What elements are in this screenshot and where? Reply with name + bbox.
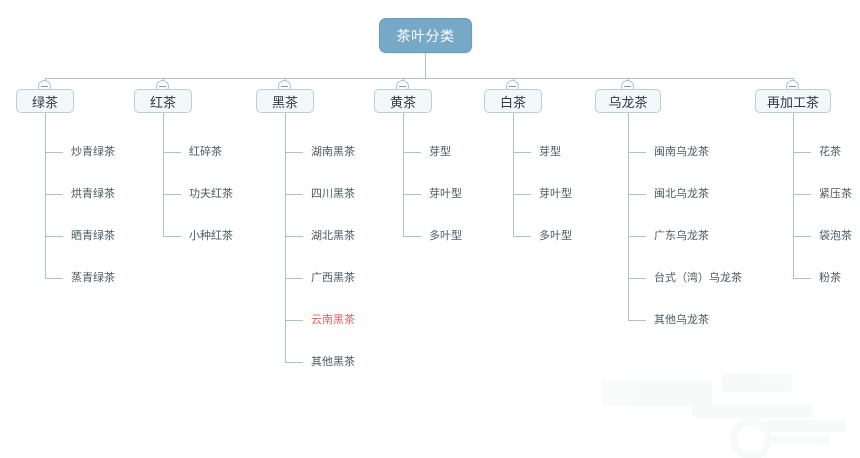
root-connector-line xyxy=(425,53,426,78)
watermark xyxy=(602,374,852,452)
branch-bus-line xyxy=(45,78,793,79)
leaf-node-其他黑茶[interactable]: 其他黑茶 xyxy=(311,356,355,368)
leaf-stub xyxy=(793,194,811,195)
leaf-stub xyxy=(45,278,63,279)
leaf-stub xyxy=(628,278,646,279)
branch-node-label: 再加工茶 xyxy=(766,94,819,110)
leaf-node-炒青绿茶[interactable]: 炒青绿茶 xyxy=(71,146,115,158)
leaf-spine-7 xyxy=(793,113,794,278)
root-node-label: 茶叶分类 xyxy=(396,27,455,44)
leaf-spine-1 xyxy=(45,113,46,278)
branch-node-label: 黄茶 xyxy=(389,94,416,110)
leaf-node-晒青绿茶[interactable]: 晒青绿茶 xyxy=(71,230,115,242)
leaf-node-湖北黑茶[interactable]: 湖北黑茶 xyxy=(311,230,355,242)
leaf-stub xyxy=(45,152,63,153)
root-node[interactable]: 茶叶分类 xyxy=(379,18,472,53)
leaf-stub xyxy=(285,194,303,195)
leaf-spine-2 xyxy=(163,113,164,236)
leaf-node-粉茶[interactable]: 粉茶 xyxy=(819,272,841,284)
branch-node-黑茶[interactable]: 黑茶 xyxy=(256,89,314,113)
leaf-stub xyxy=(513,236,531,237)
leaf-stub xyxy=(628,320,646,321)
leaf-spine-4 xyxy=(403,113,404,236)
leaf-stub xyxy=(793,236,811,237)
leaf-node-湖南黑茶[interactable]: 湖南黑茶 xyxy=(311,146,355,158)
leaf-node-功夫红茶[interactable]: 功夫红茶 xyxy=(189,188,233,200)
leaf-stub xyxy=(163,152,181,153)
leaf-stub xyxy=(513,152,531,153)
leaf-node-多叶型[interactable]: 多叶型 xyxy=(539,230,572,242)
leaf-stub xyxy=(163,236,181,237)
leaf-node-紧压茶[interactable]: 紧压茶 xyxy=(819,188,852,200)
leaf-node-广西黑茶[interactable]: 广西黑茶 xyxy=(311,272,355,284)
leaf-spine-5 xyxy=(513,113,514,236)
branch-node-label: 乌龙茶 xyxy=(608,94,648,110)
leaf-node-台式（湾）乌龙茶[interactable]: 台式（湾）乌龙茶 xyxy=(654,272,742,284)
leaf-node-芽型[interactable]: 芽型 xyxy=(539,146,561,158)
leaf-stub xyxy=(285,236,303,237)
leaf-stub xyxy=(45,236,63,237)
leaf-stub xyxy=(628,194,646,195)
leaf-stub xyxy=(793,152,811,153)
leaf-node-蒸青绿茶[interactable]: 蒸青绿茶 xyxy=(71,272,115,284)
leaf-stub xyxy=(403,152,421,153)
branch-node-label: 绿茶 xyxy=(31,94,58,110)
leaf-stub xyxy=(285,152,303,153)
leaf-stub xyxy=(163,194,181,195)
leaf-node-广东乌龙茶[interactable]: 广东乌龙茶 xyxy=(654,230,709,242)
leaf-stub xyxy=(628,152,646,153)
leaf-stub xyxy=(285,362,303,363)
leaf-stub xyxy=(513,194,531,195)
leaf-stub xyxy=(403,236,421,237)
leaf-node-芽叶型[interactable]: 芽叶型 xyxy=(429,188,462,200)
branch-node-黄茶[interactable]: 黄茶 xyxy=(374,89,432,113)
branch-node-乌龙茶[interactable]: 乌龙茶 xyxy=(595,89,661,113)
leaf-stub xyxy=(793,278,811,279)
leaf-node-多叶型[interactable]: 多叶型 xyxy=(429,230,462,242)
leaf-stub xyxy=(403,194,421,195)
branch-node-再加工茶[interactable]: 再加工茶 xyxy=(755,89,831,113)
leaf-stub xyxy=(45,194,63,195)
leaf-node-其他乌龙茶[interactable]: 其他乌龙茶 xyxy=(654,314,709,326)
branch-node-label: 红茶 xyxy=(149,94,176,110)
leaf-node-小种红茶[interactable]: 小种红茶 xyxy=(189,230,233,242)
leaf-node-红碎茶[interactable]: 红碎茶 xyxy=(189,146,222,158)
leaf-node-四川黑茶[interactable]: 四川黑茶 xyxy=(311,188,355,200)
leaf-node-闽南乌龙茶[interactable]: 闽南乌龙茶 xyxy=(654,146,709,158)
branch-node-红茶[interactable]: 红茶 xyxy=(134,89,192,113)
leaf-node-烘青绿茶[interactable]: 烘青绿茶 xyxy=(71,188,115,200)
leaf-stub xyxy=(285,278,303,279)
leaf-node-花茶[interactable]: 花茶 xyxy=(819,146,841,158)
branch-node-白茶[interactable]: 白茶 xyxy=(484,89,542,113)
leaf-spine-6 xyxy=(628,113,629,320)
leaf-node-云南黑茶[interactable]: 云南黑茶 xyxy=(311,314,355,326)
branch-node-绿茶[interactable]: 绿茶 xyxy=(16,89,74,113)
branch-node-label: 白茶 xyxy=(499,94,526,110)
leaf-node-芽型[interactable]: 芽型 xyxy=(429,146,451,158)
leaf-stub xyxy=(628,236,646,237)
leaf-node-芽叶型[interactable]: 芽叶型 xyxy=(539,188,572,200)
leaf-node-闽北乌龙茶[interactable]: 闽北乌龙茶 xyxy=(654,188,709,200)
branch-node-label: 黑茶 xyxy=(271,94,298,110)
leaf-stub xyxy=(285,320,303,321)
leaf-spine-3 xyxy=(285,113,286,362)
leaf-node-袋泡茶[interactable]: 袋泡茶 xyxy=(819,230,852,242)
